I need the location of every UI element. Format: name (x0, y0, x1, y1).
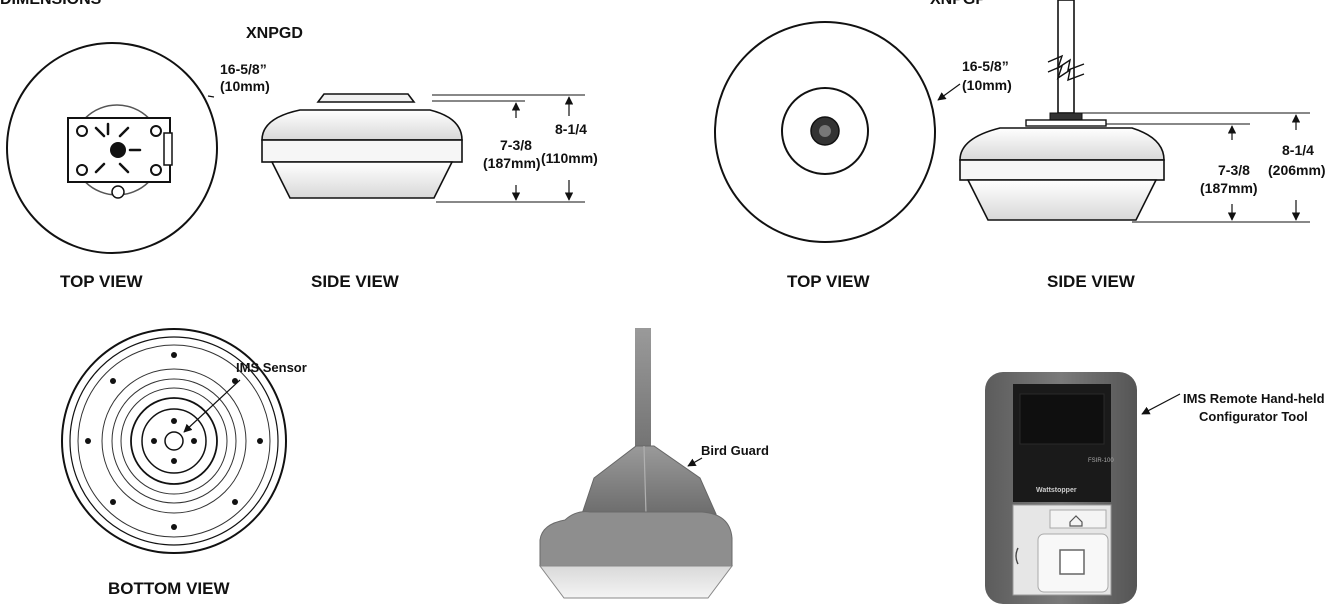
remote-configurator-tool: FSIR-100 Wattstopper (985, 372, 1137, 604)
xnpgd-side-dimension-lines (432, 94, 585, 203)
bottom-view-caption: BOTTOM VIEW (108, 579, 230, 598)
remote-leader (1141, 393, 1181, 415)
back-icon (1015, 547, 1019, 565)
section-title: DIMENSIONS (0, 0, 102, 8)
xnpgd-side-caption: SIDE VIEW (311, 272, 400, 291)
bottom-view (61, 328, 287, 554)
xnpgp-top-diameter: 16-5/8” (962, 58, 1009, 74)
xnpgp-top-leader (937, 83, 961, 101)
xnpgp-side-view (959, 0, 1165, 221)
xnpgd-top-caption: TOP VIEW (60, 272, 143, 291)
xnpgd-top-diameter: 16-5/8” (220, 61, 267, 77)
xnpgd-side-outer-height-metric: (110mm) (541, 150, 598, 166)
xnpgp-top-caption: TOP VIEW (787, 272, 870, 291)
xnpgp-side-outer-height: 8-1/4 (1282, 142, 1314, 158)
model-title-xnpgd: XNPGD (246, 25, 303, 42)
ims-sensor-leader (183, 379, 241, 433)
xnpgp-top-view (714, 21, 936, 243)
xnpgp-side-caption: SIDE VIEW (1047, 272, 1136, 291)
xnpgp-top-diameter-metric: (10mm) (962, 77, 1012, 93)
xnpgp-side-outer-height-metric: (206mm) (1268, 162, 1325, 178)
remote-screen-label: FSIR-100 (1088, 458, 1114, 464)
home-icon (1069, 515, 1083, 527)
remote-callout-line2: Configurator Tool (1199, 409, 1308, 424)
bird-guard-illustration (539, 328, 733, 599)
ims-sensor-callout: IMS Sensor (236, 360, 307, 375)
xnpgp-side-inner-height-metric: (187mm) (1200, 180, 1258, 196)
bird-guard-leader (687, 457, 703, 467)
xnpgd-top-diameter-metric: (10mm) (220, 78, 270, 94)
xnpgp-side-inner-height: 7-3/8 (1218, 162, 1250, 178)
xnpgd-side-view (261, 93, 463, 199)
remote-brand-label: Wattstopper (1036, 487, 1077, 494)
xnpgp-side-dimension-lines (1082, 112, 1310, 223)
xnpgd-top-leader (207, 95, 215, 98)
bird-guard-callout: Bird Guard (701, 443, 769, 458)
xnpgd-side-inner-height-metric: (187mm) (483, 155, 541, 171)
xnpgd-side-inner-height: 7-3/8 (500, 137, 532, 153)
model-title-xnpgp: XNPGP (930, 0, 986, 8)
remote-callout-line1: IMS Remote Hand-held (1183, 391, 1325, 406)
xnpgd-top-view (6, 42, 218, 254)
xnpgd-side-outer-height: 8-1/4 (555, 121, 587, 137)
